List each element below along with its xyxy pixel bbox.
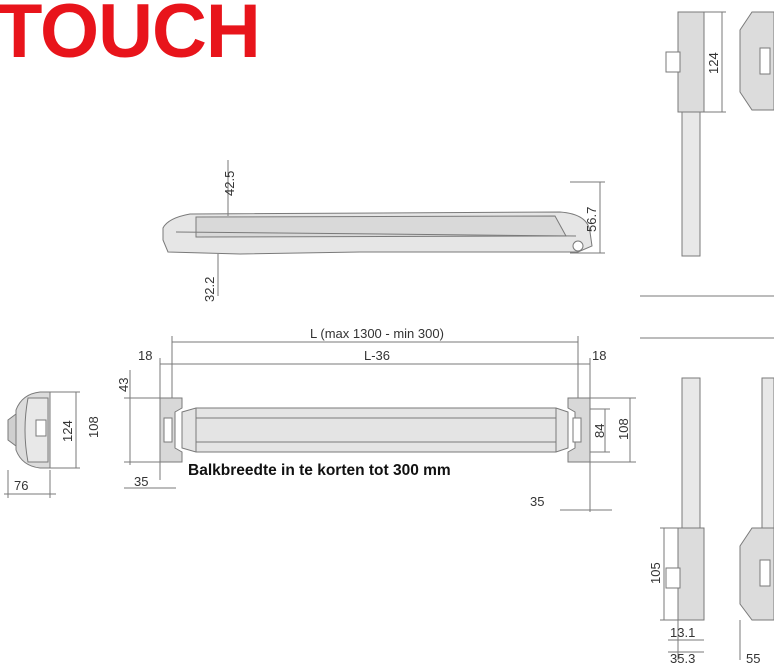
dim-left-top: 43 (116, 378, 131, 392)
end-view (4, 391, 80, 498)
dim-side-end-height: 56.7 (584, 207, 599, 232)
dim-end-height: 124 (60, 420, 75, 442)
dim-side-height: 42.5 (222, 171, 237, 196)
dim-rod-offset-total: 35.3 (670, 651, 695, 666)
dim-side-depth: 32.2 (202, 277, 217, 302)
side-view (162, 160, 605, 296)
front-view (124, 336, 636, 512)
caption-text: Balkbreedte in te korten tot 300 mm (188, 462, 451, 479)
dim-right-bottom: 35 (530, 494, 544, 509)
dim-right-inner: 84 (592, 424, 607, 438)
dim-left-bottom: 35 (134, 474, 148, 489)
dim-rod-top-height: 124 (706, 52, 721, 74)
dim-end-width: 76 (14, 478, 28, 493)
dim-right-offset: 18 (592, 348, 606, 363)
dim-inner-length: L-36 (364, 348, 390, 363)
dim-left-offset: 18 (138, 348, 152, 363)
dim-overall-length: L (max 1300 - min 300) (310, 326, 444, 341)
dim-rod-offset: 13.1 (670, 625, 695, 640)
dim-rod-width: 55 (746, 651, 760, 666)
rod-bottom-view (660, 377, 774, 660)
dim-right-height: 108 (616, 418, 631, 440)
product-title: TOUCH (0, 0, 261, 74)
dim-rod-bottom-height: 105 (648, 562, 663, 584)
dim-left-height: 108 (86, 416, 101, 438)
rod-top-view (640, 11, 774, 339)
